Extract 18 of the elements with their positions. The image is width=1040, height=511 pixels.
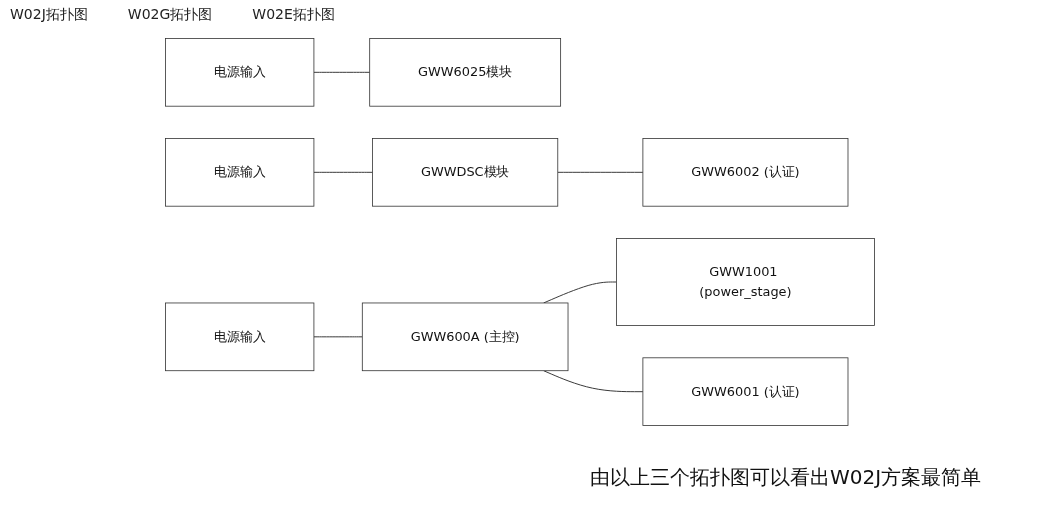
diagram-heading: W02E拓扑图 (252, 6, 335, 24)
diagram-heading: W02J拓扑图 (10, 6, 88, 24)
diagram-heading: W02G拓扑图 (127, 6, 213, 24)
connector (313, 71, 371, 73)
node-box: 电源输入 (165, 302, 315, 372)
note-text: 由以上三个拓扑图可以看出W02J方案最简单 (590, 464, 983, 491)
node-box: 电源输入 (165, 138, 315, 207)
connector (543, 370, 644, 393)
node-box: 电源输入 (165, 38, 315, 107)
node-box: GWW600A (主控) (361, 302, 569, 372)
node-box: GWW6025模块 (369, 38, 562, 107)
connector (557, 171, 644, 173)
node-box: GWW6002 (认证) (642, 138, 849, 207)
node-box: GWW1001 (power_stage) (616, 238, 875, 326)
connector (313, 171, 374, 173)
node-box: GWW6001 (认证) (642, 357, 849, 426)
connector (313, 336, 363, 338)
node-box: GWWDSC模块 (372, 138, 559, 207)
